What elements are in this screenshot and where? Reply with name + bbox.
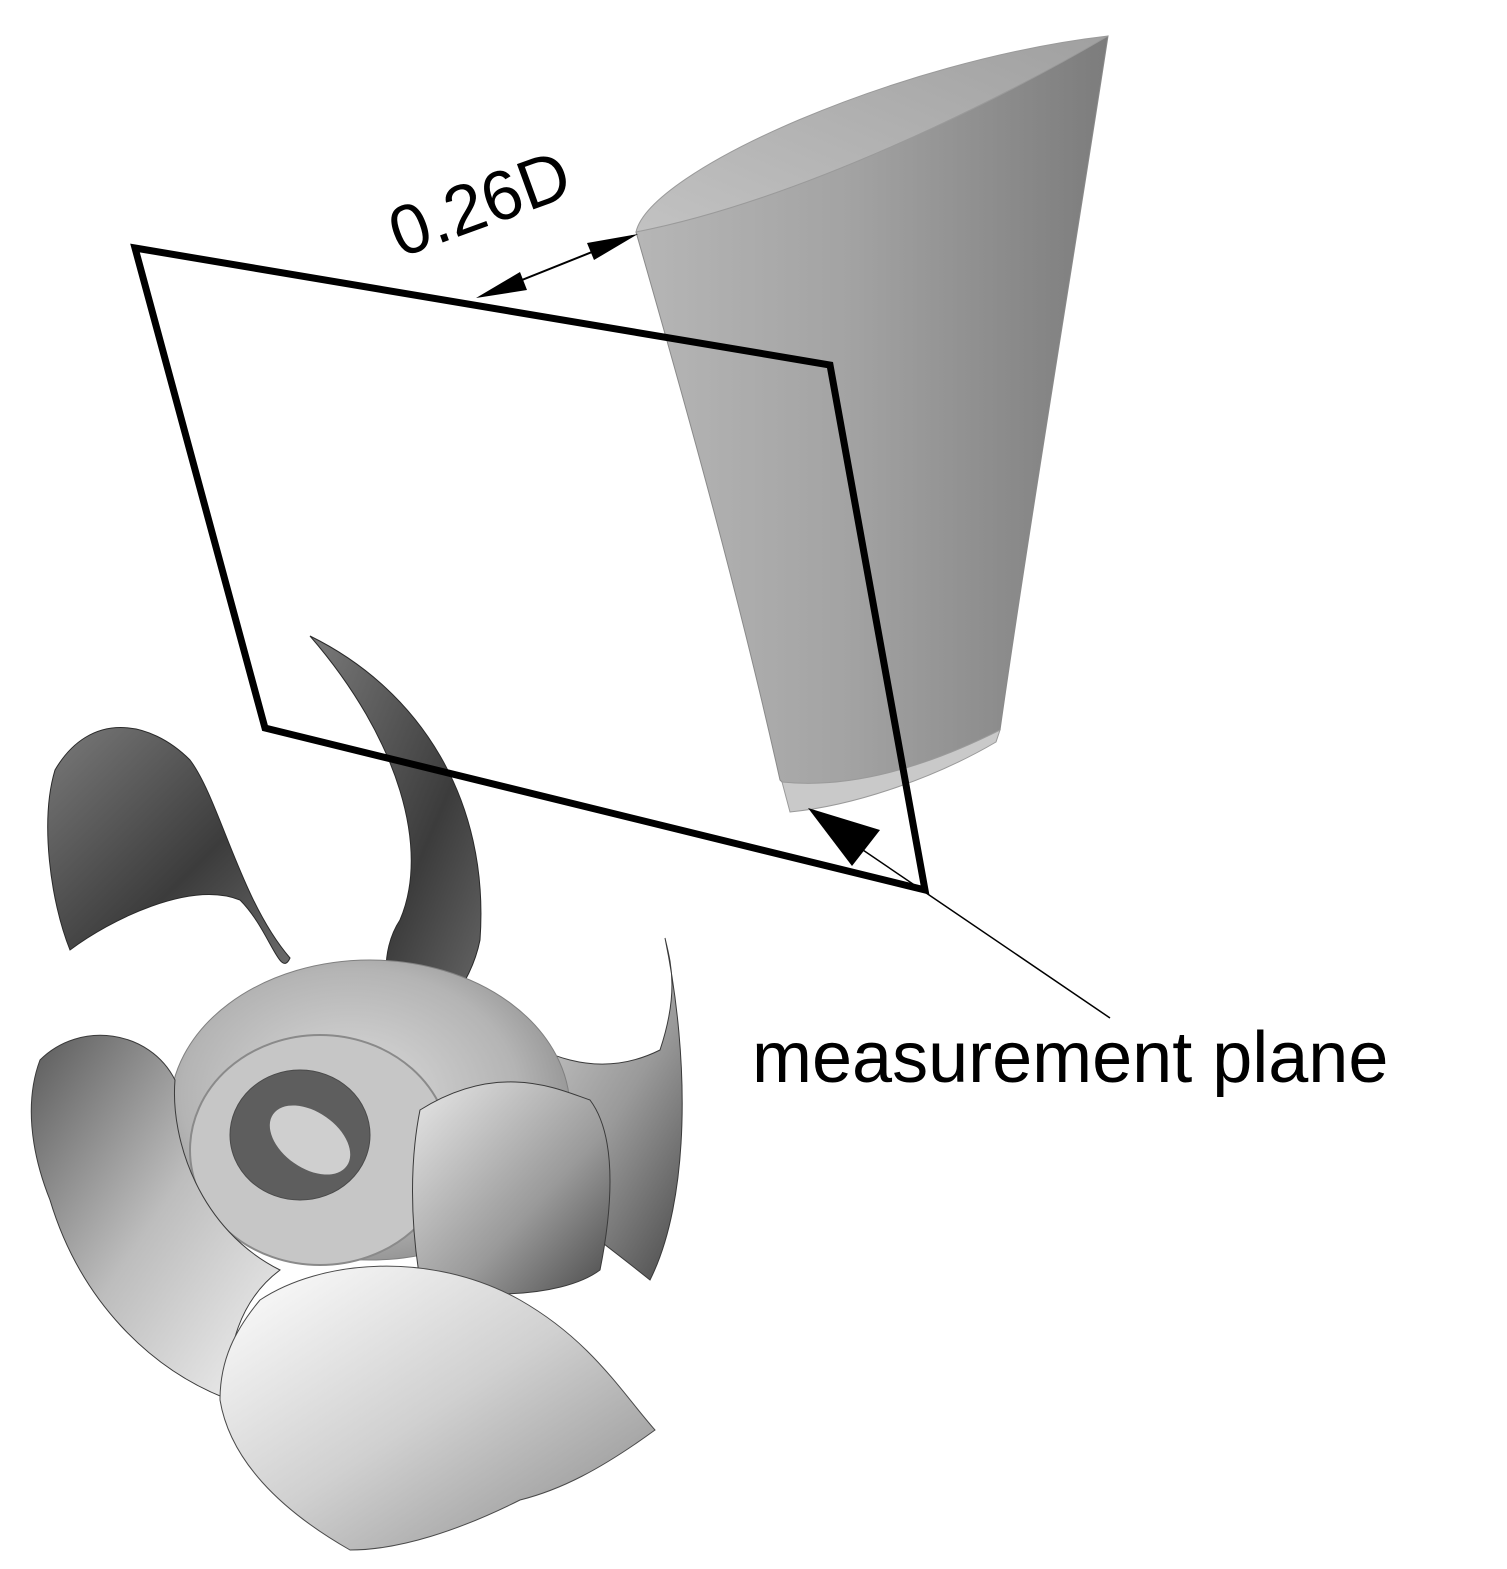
rudder-top-cap [635,35,1109,233]
rudder-tip [781,729,1001,813]
plane-arrowhead [808,808,880,866]
propeller-blade-bottom [219,1265,656,1551]
propeller-hub-bore-inner [269,1105,351,1175]
measurement-plane [130,243,930,895]
distance-label: 0.26D [378,135,580,272]
distance-dimension [476,234,638,298]
rudder [635,35,1109,813]
distance-arrowhead-plane [476,272,527,298]
propeller-blade-left [30,1034,281,1401]
distance-arrowhead-rudder [587,234,638,260]
propeller-blade-lower-right [412,1081,611,1295]
propeller-blade-upper-left [47,727,291,964]
plane-label: measurement plane [752,1018,1388,1098]
plane-callout [808,808,1111,1019]
plane-leader-line [859,847,1111,1019]
propeller [30,635,683,1551]
